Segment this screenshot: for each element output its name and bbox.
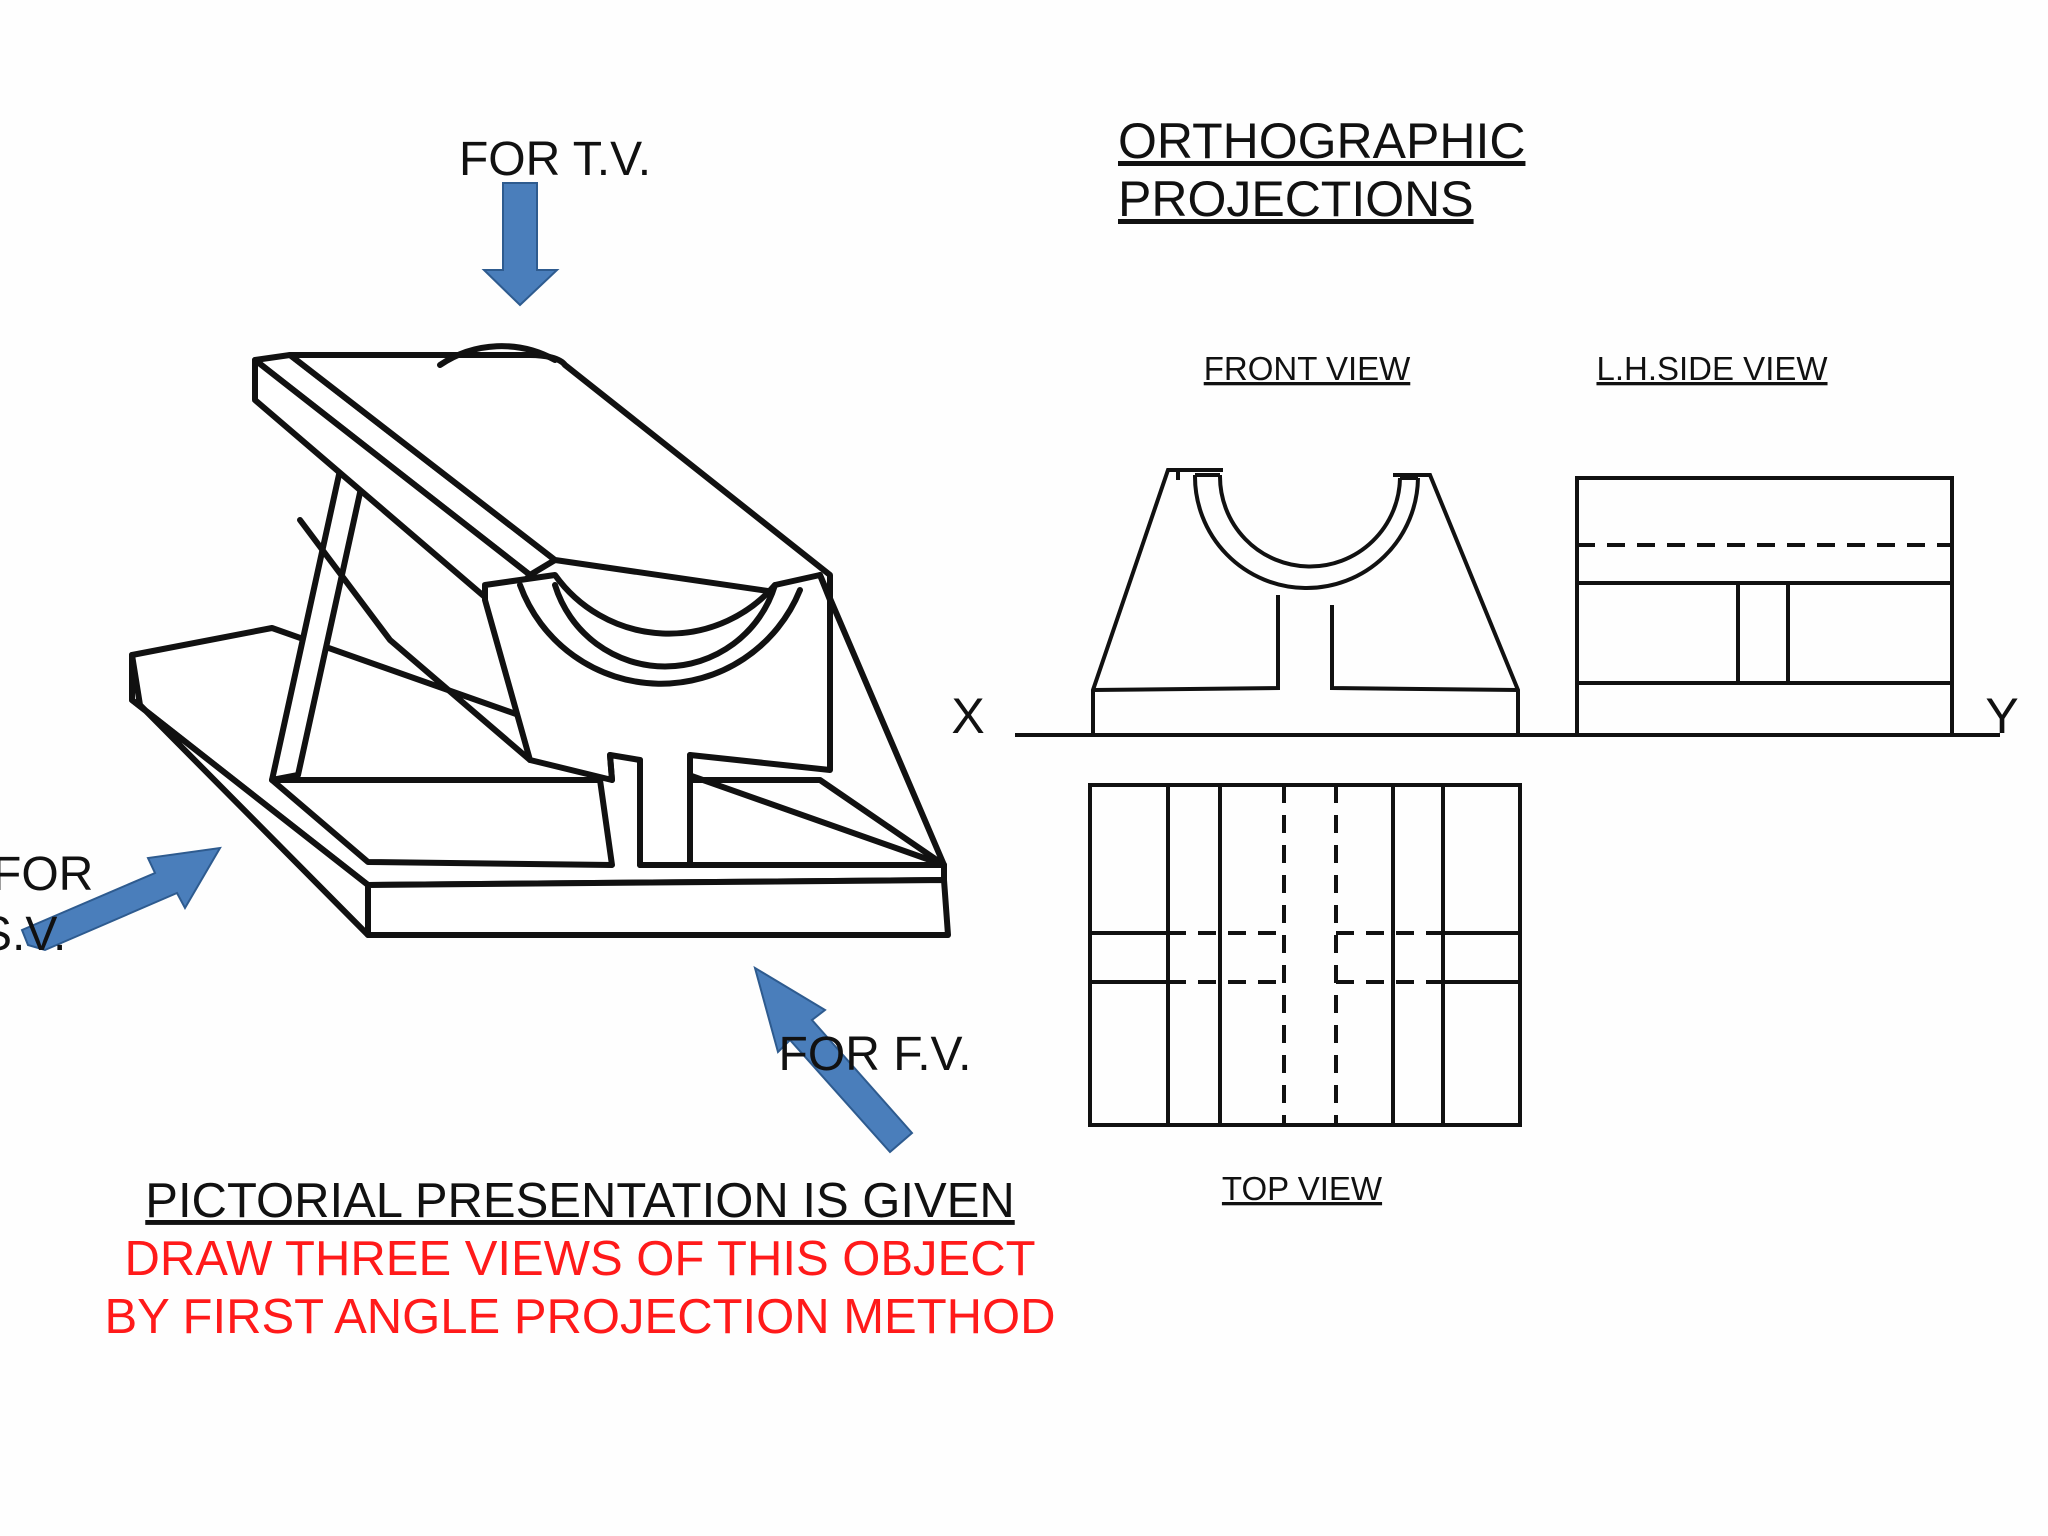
top-view-label: TOP VIEW [1222,1170,1383,1207]
tv-label: FOR T.V. [459,133,651,186]
fv-right-step [1330,605,1519,692]
pictorial-object [129,343,951,938]
back-arc [437,343,558,368]
sv-outline [1575,476,1954,737]
sv-label-line2: S.V. [0,908,66,961]
right-slope-edge [817,572,947,868]
fv-arrow-icon [753,965,914,1154]
fv-left-edge [1091,468,1223,735]
top-view [1088,783,1522,1127]
fv-arc-outer [1192,474,1420,590]
sv-arrow-icon [20,846,222,952]
front-view-label: FRONT VIEW [1204,350,1411,387]
front-view [1091,468,1520,737]
fv-label: FOR F.V. [779,1028,972,1081]
web-left-line [607,752,615,783]
fv-left-step [1092,605,1280,692]
title-line2: PROJECTIONS [1118,171,1474,227]
y-axis-label: Y [1985,688,2018,744]
side-view [1575,476,1954,737]
base-floor-left [269,777,615,868]
sv-label-line1: FOR [0,848,93,901]
front-arc-outer [517,582,803,687]
tv-outline [1088,783,1522,1127]
x-axis-label: X [951,688,984,744]
front-arc-inner [552,582,778,670]
instruction-line1: PICTORIAL PRESENTATION IS GIVEN [145,1174,1014,1228]
fv-arc-inner [1217,474,1402,569]
instruction-line3: BY FIRST ANGLE PROJECTION METHOD [104,1290,1055,1344]
fv-right-edge [1393,473,1520,735]
inner-slope-line [297,517,533,763]
tv-arrow-icon [481,182,560,307]
base-plate-front-face [365,877,951,938]
sv-web [1736,581,1790,685]
cradle-front-face [482,572,833,868]
side-view-label: L.H.SIDE VIEW [1596,350,1828,387]
direction-arrows [20,182,914,1154]
instruction-line2: DRAW THREE VIEWS OF THIS OBJECT [124,1232,1035,1286]
title-line1: ORTHOGRAPHIC [1118,113,1525,169]
